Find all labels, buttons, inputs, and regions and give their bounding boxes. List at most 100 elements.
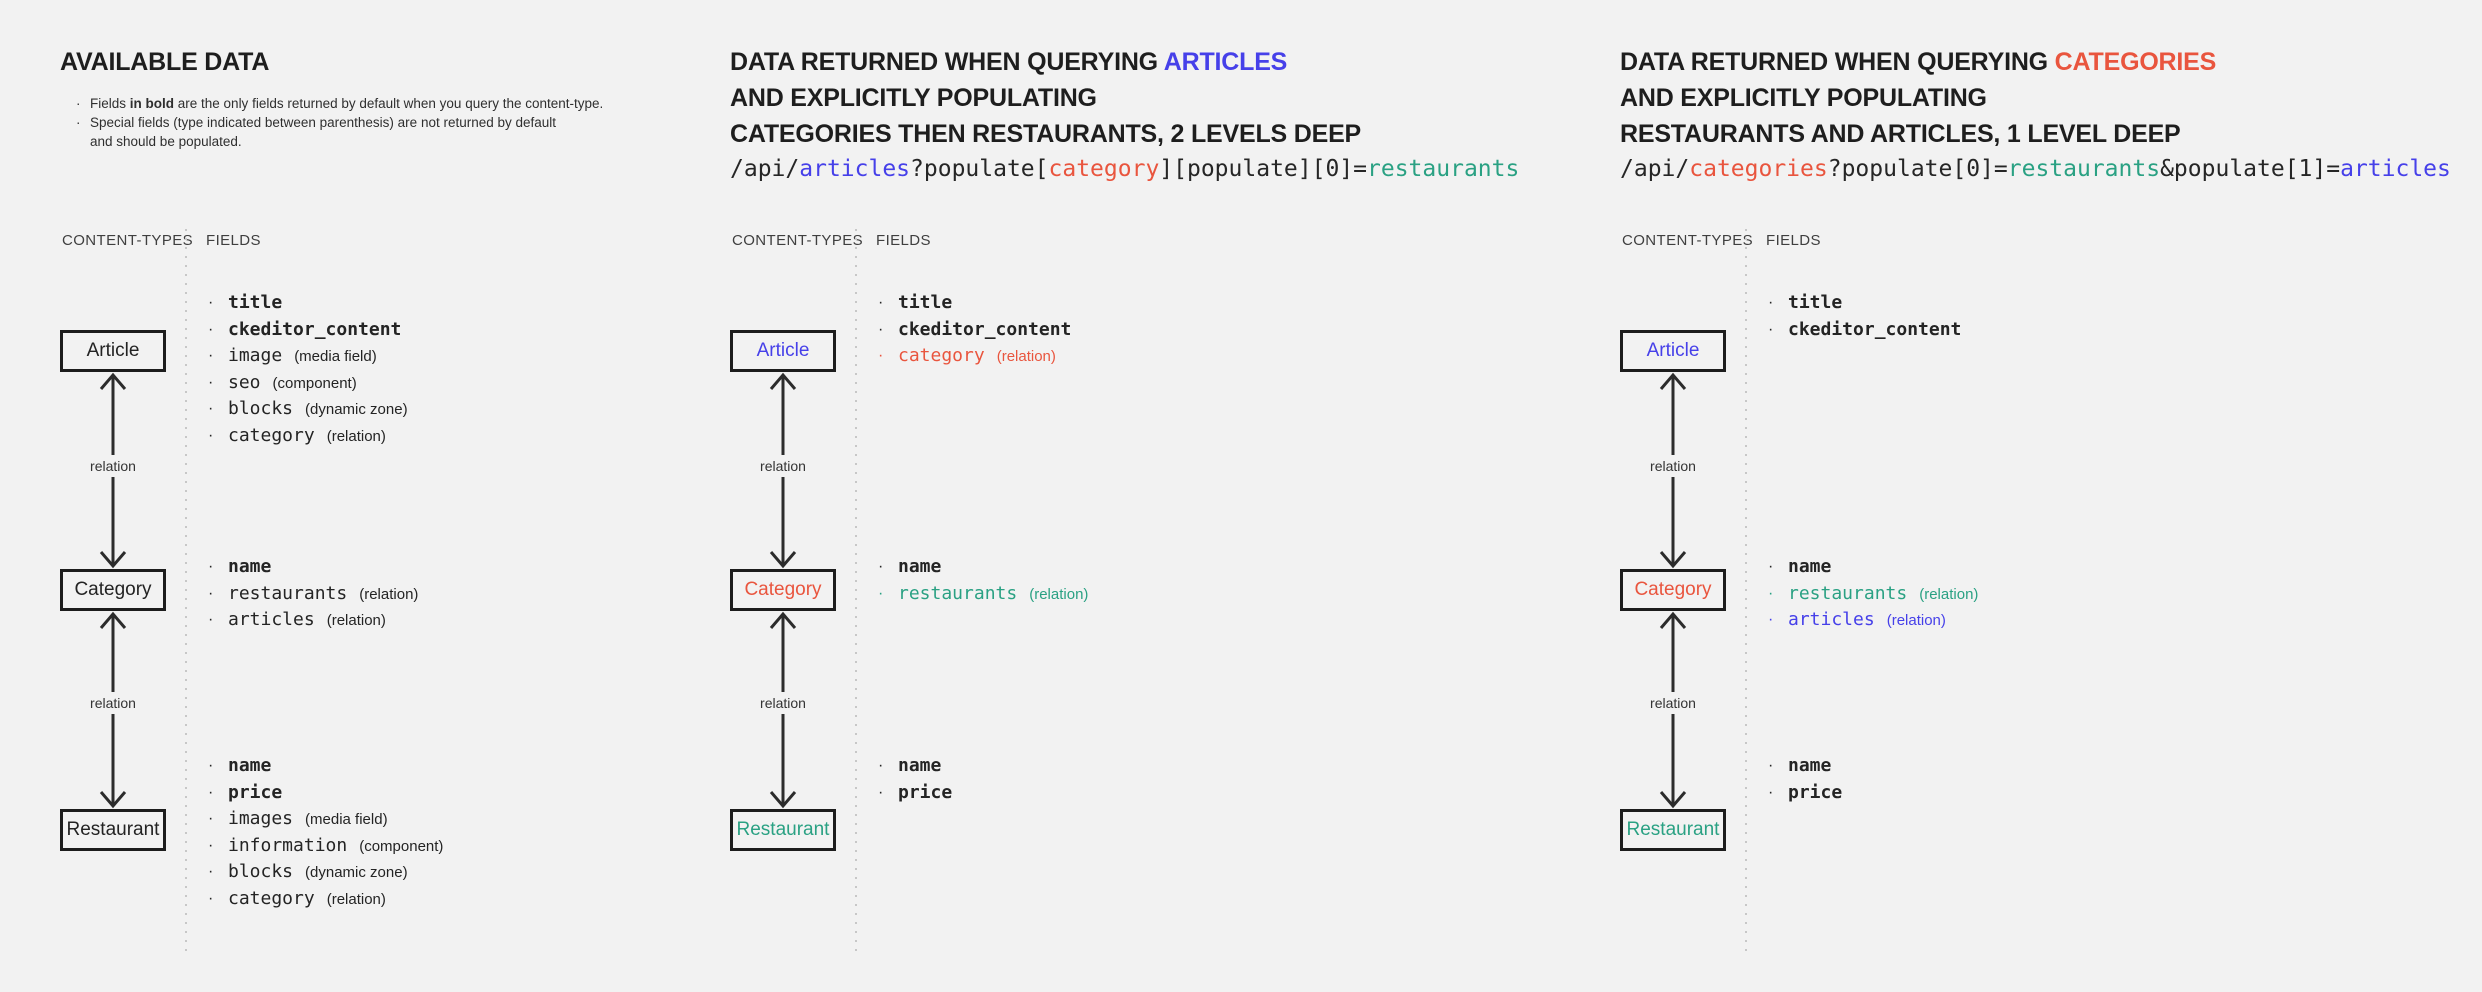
field-name: name bbox=[1788, 755, 1832, 776]
field-name: articles bbox=[228, 609, 315, 630]
field-item: name bbox=[206, 554, 418, 581]
column-header-content-types: CONTENT-TYPES bbox=[732, 232, 864, 249]
field-item: restaurants (relation) bbox=[876, 581, 1088, 608]
api-segment-categories: categories bbox=[1689, 156, 1828, 182]
field-item: title bbox=[876, 290, 1071, 317]
content-type-label: Category bbox=[744, 579, 822, 600]
field-item: ckeditor_content bbox=[876, 317, 1071, 344]
note-bold-text: in bold bbox=[129, 96, 175, 111]
field-type: (dynamic zone) bbox=[305, 401, 408, 418]
field-item: category(relation) bbox=[206, 886, 443, 913]
column-header-content-types: CONTENT-TYPES bbox=[62, 232, 194, 249]
field-name: title bbox=[1788, 292, 1843, 313]
api-endpoint: /api/articles?populate[category][populat… bbox=[730, 154, 1519, 184]
fields-article: title ckeditor_content category(relation… bbox=[876, 290, 1071, 370]
panel-query-articles: DATA RETURNED WHEN QUERYING ARTICLES AND… bbox=[710, 0, 1570, 992]
fields-category: name restaurants (relation) articles (rela… bbox=[1766, 554, 1978, 634]
field-item: name bbox=[1766, 554, 1978, 581]
field-name: articles bbox=[1788, 609, 1875, 630]
field-item: price bbox=[206, 780, 443, 807]
fields-restaurant: name price bbox=[1766, 753, 1842, 806]
api-segment-category: category bbox=[1048, 156, 1160, 182]
field-item: restaurants (relation) bbox=[1766, 581, 1978, 608]
field-item: title bbox=[1766, 290, 1961, 317]
field-item: blocks(dynamic zone) bbox=[206, 859, 443, 886]
content-type-box-restaurant: Restaurant bbox=[60, 809, 166, 851]
field-name: price bbox=[1788, 781, 1843, 803]
content-type-label: Restaurant bbox=[1626, 819, 1720, 840]
field-name: name bbox=[228, 755, 272, 776]
field-name: restaurants bbox=[1788, 582, 1908, 604]
heading-line: AND EXPLICITLY POPULATING bbox=[1620, 84, 1987, 112]
content-type-box-category: Category bbox=[60, 569, 166, 611]
fields-restaurant: name price images(media field) informati… bbox=[206, 753, 443, 912]
heading-line: AND EXPLICITLY POPULATING bbox=[730, 84, 1097, 112]
field-type: (relation) bbox=[326, 612, 386, 629]
content-type-label: Article bbox=[86, 340, 140, 361]
panel-heading: DATA RETURNED WHEN QUERYING CATEGORIES A… bbox=[1620, 44, 2216, 152]
api-segment: /api/ bbox=[1620, 156, 1690, 182]
field-name: restaurants bbox=[898, 582, 1018, 604]
note-text: and should be populated. bbox=[90, 134, 242, 149]
api-endpoint: /api/categories?populate[0]=restaurants&… bbox=[1620, 154, 2451, 184]
field-type: (relation) bbox=[1886, 612, 1946, 629]
api-segment-restaurants: restaurants bbox=[1367, 156, 1520, 182]
note-item: Fields in bold are the only fields retur… bbox=[76, 94, 650, 113]
field-type: (relation) bbox=[1029, 585, 1089, 603]
field-item: name bbox=[876, 554, 1088, 581]
note-text: Special fields (type indicated between p… bbox=[90, 115, 557, 130]
content-type-label: Article bbox=[1646, 340, 1700, 361]
content-type-box-article: Article bbox=[60, 330, 166, 372]
field-item: price bbox=[1766, 780, 1842, 807]
field-item: information(component) bbox=[206, 833, 443, 860]
api-segment: ?populate[0]= bbox=[1827, 156, 2008, 182]
content-type-box-article: Article bbox=[730, 330, 836, 372]
field-type: (relation) bbox=[1919, 585, 1979, 603]
api-segment-articles: articles bbox=[2340, 156, 2451, 182]
field-item: title bbox=[206, 290, 408, 317]
relation-label: relation bbox=[84, 692, 142, 714]
panel-title: AVAILABLE DATA bbox=[60, 48, 270, 76]
content-type-label: Restaurant bbox=[736, 819, 830, 840]
field-type: (media field) bbox=[294, 348, 377, 365]
content-type-box-article: Article bbox=[1620, 330, 1726, 372]
heading-line: CATEGORIES THEN RESTAURANTS, 2 LEVELS DE… bbox=[730, 120, 1362, 148]
column-divider bbox=[855, 229, 857, 956]
heading-line: RESTAURANTS AND ARTICLES, 1 LEVEL DEEP bbox=[1620, 120, 2181, 148]
heading-text: DATA RETURNED WHEN QUERYING bbox=[730, 48, 1164, 76]
field-name: ckeditor_content bbox=[1788, 318, 1962, 340]
panel-notes: Fields in bold are the only fields retur… bbox=[76, 94, 650, 151]
heading-text: DATA RETURNED WHEN QUERYING bbox=[1620, 48, 2055, 76]
fields-category: name restaurants(relation) articles(rela… bbox=[206, 554, 418, 634]
field-type: (component) bbox=[272, 374, 357, 392]
content-type-label: Restaurant bbox=[66, 819, 160, 840]
panel-heading: DATA RETURNED WHEN QUERYING ARTICLES AND… bbox=[730, 44, 1361, 152]
field-name: blocks bbox=[228, 861, 294, 882]
api-segment: ][populate][0]= bbox=[1159, 156, 1368, 182]
field-item: ckeditor_content bbox=[1766, 317, 1961, 344]
note-item: Special fields (type indicated between p… bbox=[76, 113, 650, 151]
heading-line: DATA RETURNED WHEN QUERYING ARTICLES bbox=[730, 44, 1361, 80]
field-type: (relation) bbox=[326, 890, 386, 908]
column-header-fields: FIELDS bbox=[876, 232, 931, 249]
content-type-label: Category bbox=[74, 579, 152, 600]
field-item: seo(component) bbox=[206, 370, 408, 397]
content-type-box-category: Category bbox=[730, 569, 836, 611]
field-type: (media field) bbox=[305, 811, 388, 828]
panel-available-data: AVAILABLE DATA Fields in bold are the on… bbox=[40, 0, 680, 992]
field-item: category(relation) bbox=[876, 343, 1071, 370]
field-name: name bbox=[898, 755, 942, 776]
api-segment-articles: articles bbox=[799, 156, 911, 182]
content-type-box-category: Category bbox=[1620, 569, 1726, 611]
field-item: ckeditor_content bbox=[206, 317, 408, 344]
fields-restaurant: name price bbox=[876, 753, 952, 806]
field-type: (relation) bbox=[326, 427, 386, 445]
relation-label: relation bbox=[754, 455, 812, 477]
content-type-box-restaurant: Restaurant bbox=[730, 809, 836, 851]
field-name: restaurants bbox=[228, 582, 348, 604]
note-text: are the only fields returned by default … bbox=[174, 96, 604, 111]
column-header-fields: FIELDS bbox=[1766, 232, 1821, 249]
field-name: blocks bbox=[228, 398, 294, 419]
note-text: Fields bbox=[90, 96, 130, 111]
column-header-content-types: CONTENT-TYPES bbox=[1622, 232, 1754, 249]
